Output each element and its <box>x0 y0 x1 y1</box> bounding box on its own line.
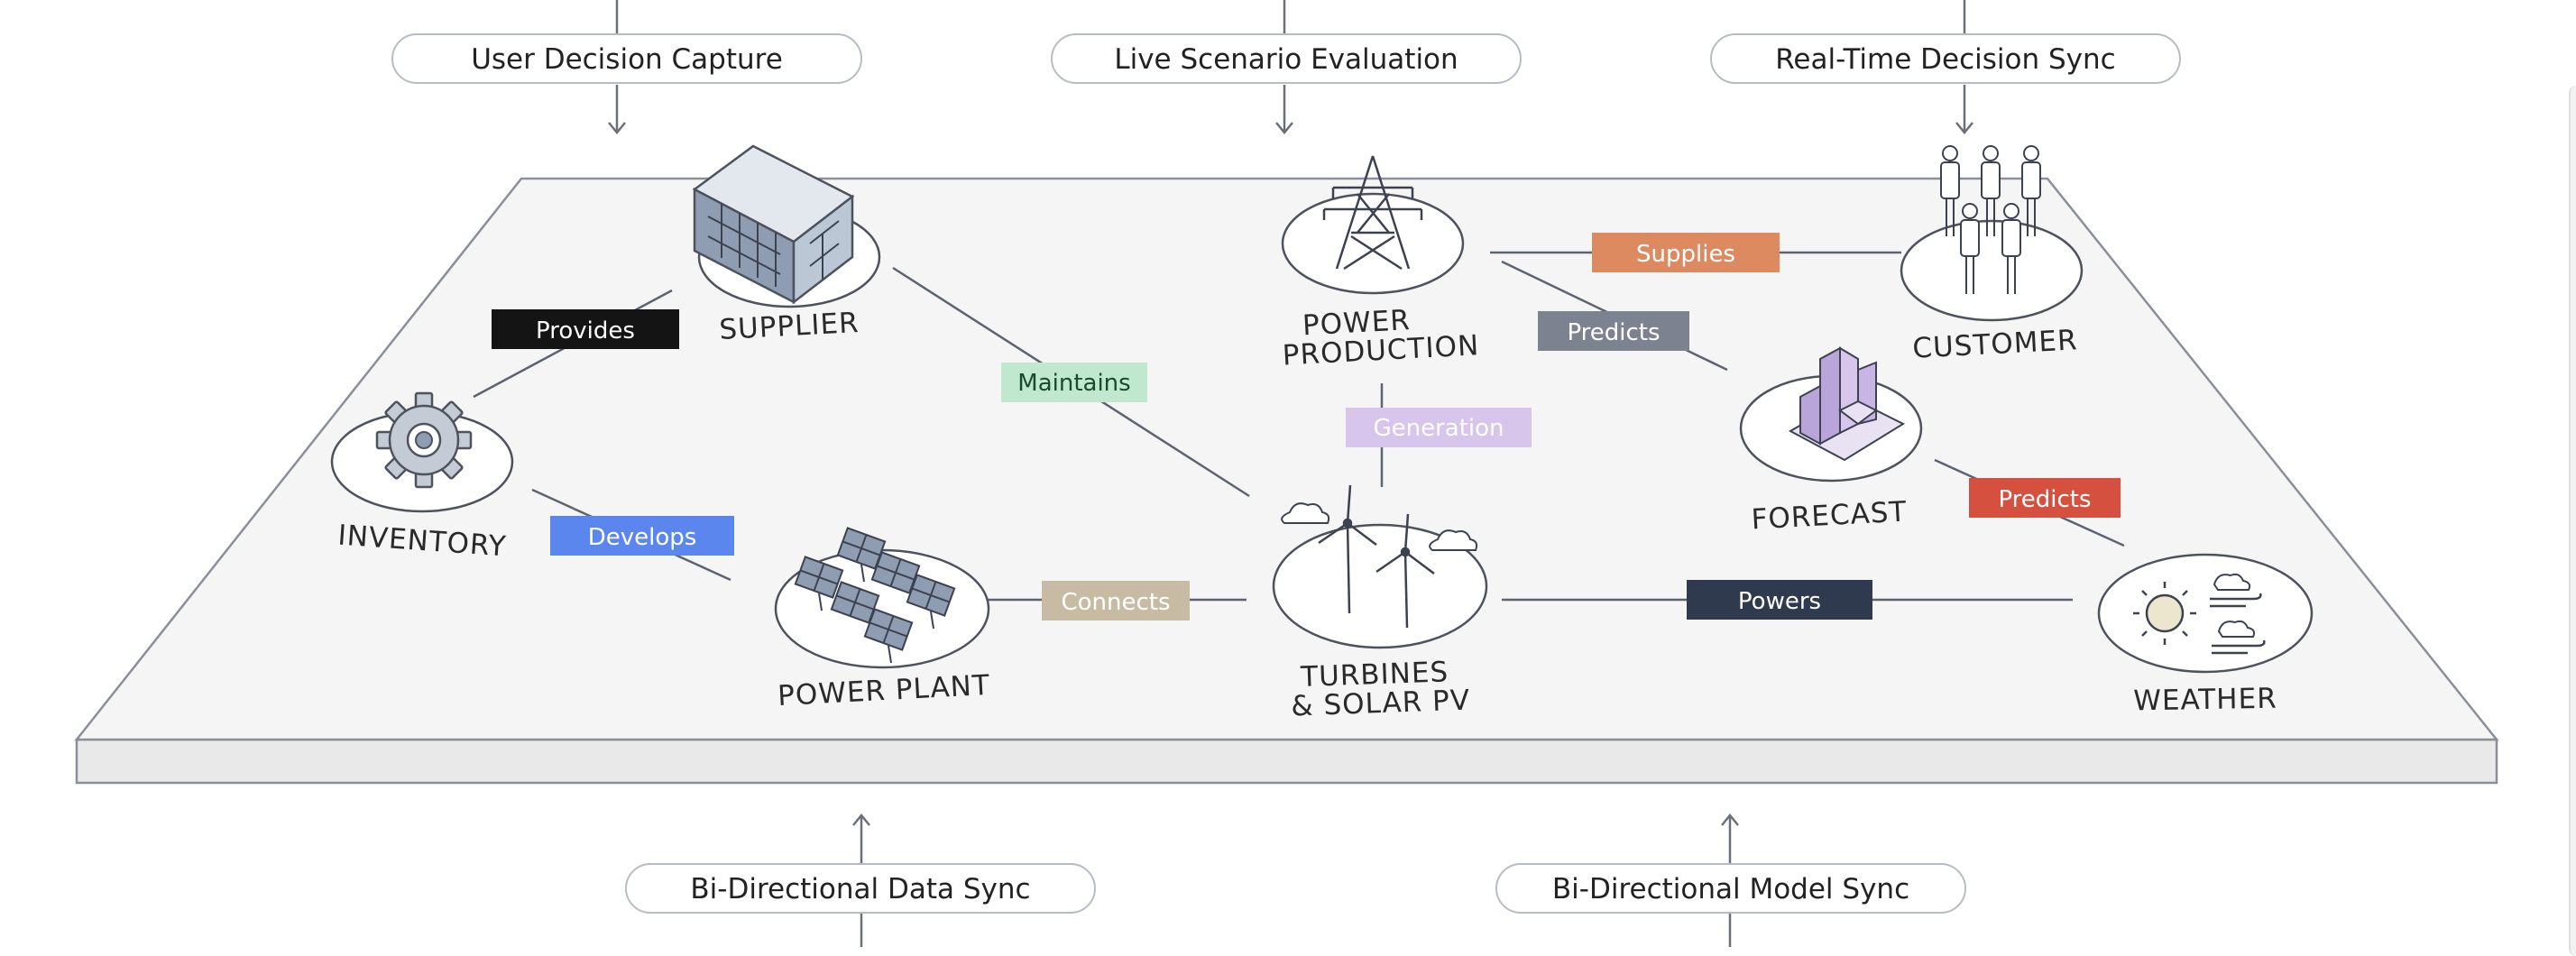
bottom-label-bi-directional-data-sync: Bi-Directional Data Sync <box>625 863 1096 914</box>
edge-label-bg <box>1538 311 1689 351</box>
node-label: POWER PRODUCTION <box>1280 300 1480 372</box>
node-supplier: SUPPLIER <box>692 144 881 346</box>
edge-label-bg <box>1592 233 1780 272</box>
pill-text: User Decision Capture <box>471 43 783 76</box>
bottom-arrows <box>852 814 1739 947</box>
node-label: TURBINES & SOLAR PV <box>1290 656 1471 723</box>
pill-text: Live Scenario Evaluation <box>1114 43 1458 76</box>
edge-label-bg <box>1001 363 1147 402</box>
pill-text: Real-Time Decision Sync <box>1775 43 2115 76</box>
building-icon <box>692 144 855 305</box>
edge-label-text: Powers <box>1738 588 1821 615</box>
top-label-live-scenario-evaluation: Live Scenario Evaluation <box>1051 33 1522 84</box>
edge-label-bg <box>1042 581 1190 620</box>
edge-label-powers: Powers <box>1687 580 1872 620</box>
transmission-tower-icon <box>1322 155 1423 271</box>
top-arrows <box>608 0 1973 134</box>
sun-wind-icon <box>2133 573 2266 655</box>
gear-icon <box>375 391 473 489</box>
solar-panels-icon <box>794 527 956 664</box>
edge-label-text: Develops <box>588 524 697 551</box>
edge-label-text: Supplies <box>1636 241 1735 268</box>
edge-label-generation: Generation <box>1346 408 1532 447</box>
scrollbar-edge[interactable] <box>2569 86 2576 956</box>
node-label: SUPPLIER <box>719 307 860 346</box>
edge-label-predicts-1: Predicts <box>1538 311 1689 351</box>
pill-text: Bi-Directional Data Sync <box>690 873 1030 905</box>
wind-turbines-icon <box>1281 484 1478 629</box>
edge-label-text: Provides <box>536 317 635 345</box>
edge-label-develops: Develops <box>550 516 734 556</box>
top-label-user-decision-capture: User Decision Capture <box>391 33 862 84</box>
edge-label-bg <box>492 309 679 349</box>
people-icon <box>1940 145 2041 294</box>
node-label: WEATHER <box>2133 683 2277 718</box>
edge-label-connects: Connects <box>1042 581 1190 620</box>
edge-label-bg <box>550 516 734 556</box>
edge-label-text: Connects <box>1061 589 1170 616</box>
node-inventory: INVENTORY <box>330 391 514 563</box>
edge-label-bg <box>1346 408 1532 447</box>
edge-label-provides: Provides <box>492 309 679 349</box>
edge-label-predicts-2: Predicts <box>1969 478 2121 518</box>
node-forecast: FORECAST <box>1739 346 1923 536</box>
city-blocks-icon <box>1788 346 1906 462</box>
node-turbines-solar-pv: TURBINES & SOLAR PV <box>1272 484 1488 723</box>
edge-label-maintains: Maintains <box>1001 363 1147 402</box>
edge-label-bg <box>1687 580 1872 620</box>
node-power-plant: POWER PLANT <box>774 527 991 712</box>
edge-label-bg <box>1969 478 2121 518</box>
edge-label-text: Maintains <box>1017 370 1130 397</box>
edge-label-text: Predicts <box>1998 486 2091 513</box>
node-weather: WEATHER <box>2097 553 2314 718</box>
edge-label-text: Generation <box>1373 415 1504 442</box>
bottom-label-bi-directional-model-sync: Bi-Directional Model Sync <box>1495 863 1966 914</box>
node-power-production: POWER PRODUCTION <box>1280 155 1480 372</box>
edge-label-supplies: Supplies <box>1592 233 1780 272</box>
edge-label-text: Predicts <box>1567 319 1660 346</box>
pill-text: Bi-Directional Model Sync <box>1552 873 1909 905</box>
top-label-real-time-decision-sync: Real-Time Decision Sync <box>1710 33 2181 84</box>
